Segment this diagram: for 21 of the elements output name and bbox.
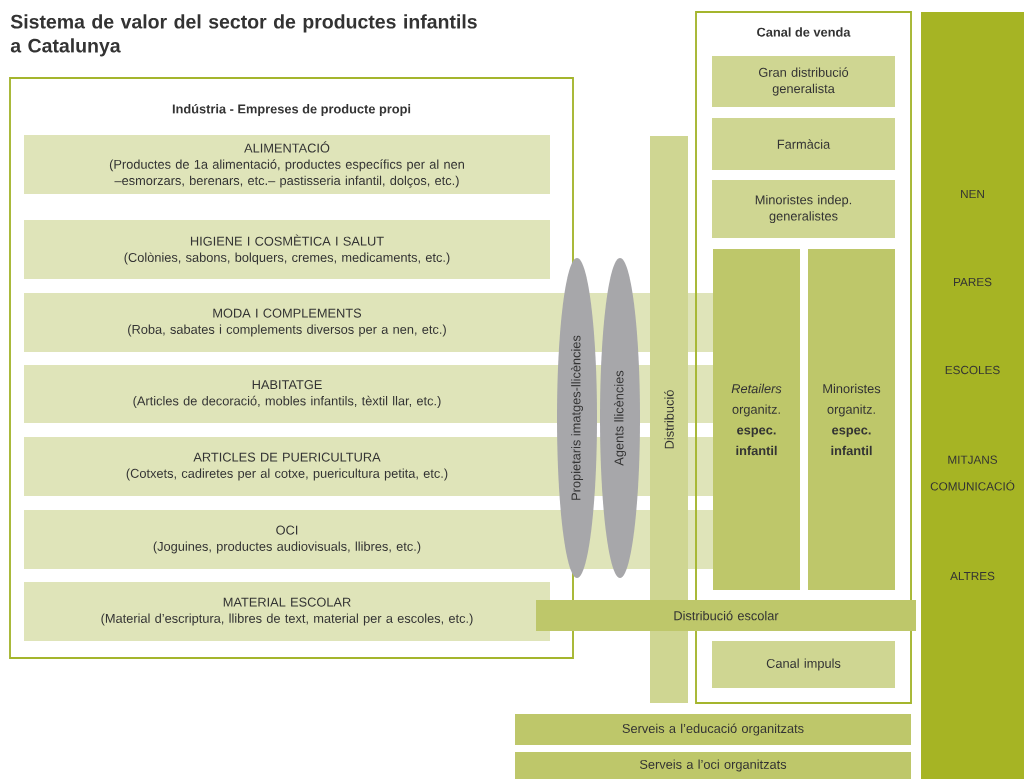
audience-label: ESCOLES: [945, 365, 1000, 375]
channel-box: Farmàcia: [712, 118, 895, 170]
audience-label: PARES: [954, 277, 992, 287]
category-band: ALIMENTACIÓ (Productes de 1a alimentació, productes específics per al nen –esmorzars, berenars, etc.– pastisseria infantil, dolços, etc.): [24, 135, 550, 194]
channel-box: Canal impuls: [712, 641, 895, 688]
category-band: HIGIENE I COSMÈTICA I SALUT (Colònies, sabons, bolquers, cremes, medicaments, etc.): [24, 220, 550, 279]
channel-box: Minoristes organitz. espec. infantil: [808, 249, 895, 590]
channel-box: Minoristes indep. generalistes: [712, 180, 895, 238]
channel-box: Gran distribució generalista: [712, 56, 895, 107]
category-band: MATERIAL ESCOLAR (Material d’escriptura, llibres de text, material per a escoles, etc.): [24, 582, 550, 641]
title: Sistema de valor del sector de productes infantils a Catalunya: [10, 14, 477, 57]
channel-box: Retailers organitz. espec. infantil: [713, 249, 800, 590]
service-bar: Serveis a l’educació organitzats: [515, 714, 911, 745]
audience-label: MITJANS COMUNICACIÓ: [930, 455, 1015, 491]
channel-box: Distribució escolar: [536, 600, 916, 631]
category-band: OCI (Joguines, productes audiovisuals, llibres, etc.): [24, 510, 713, 569]
panel-heading: Indústria - Empreses de producte propi: [172, 104, 411, 117]
audience-label: ALTRES: [950, 571, 995, 581]
audience-label: NEN: [961, 189, 984, 199]
panel-heading: Canal de venda: [757, 27, 851, 37]
service-bar: Serveis a l’oci organitzats: [515, 752, 911, 779]
